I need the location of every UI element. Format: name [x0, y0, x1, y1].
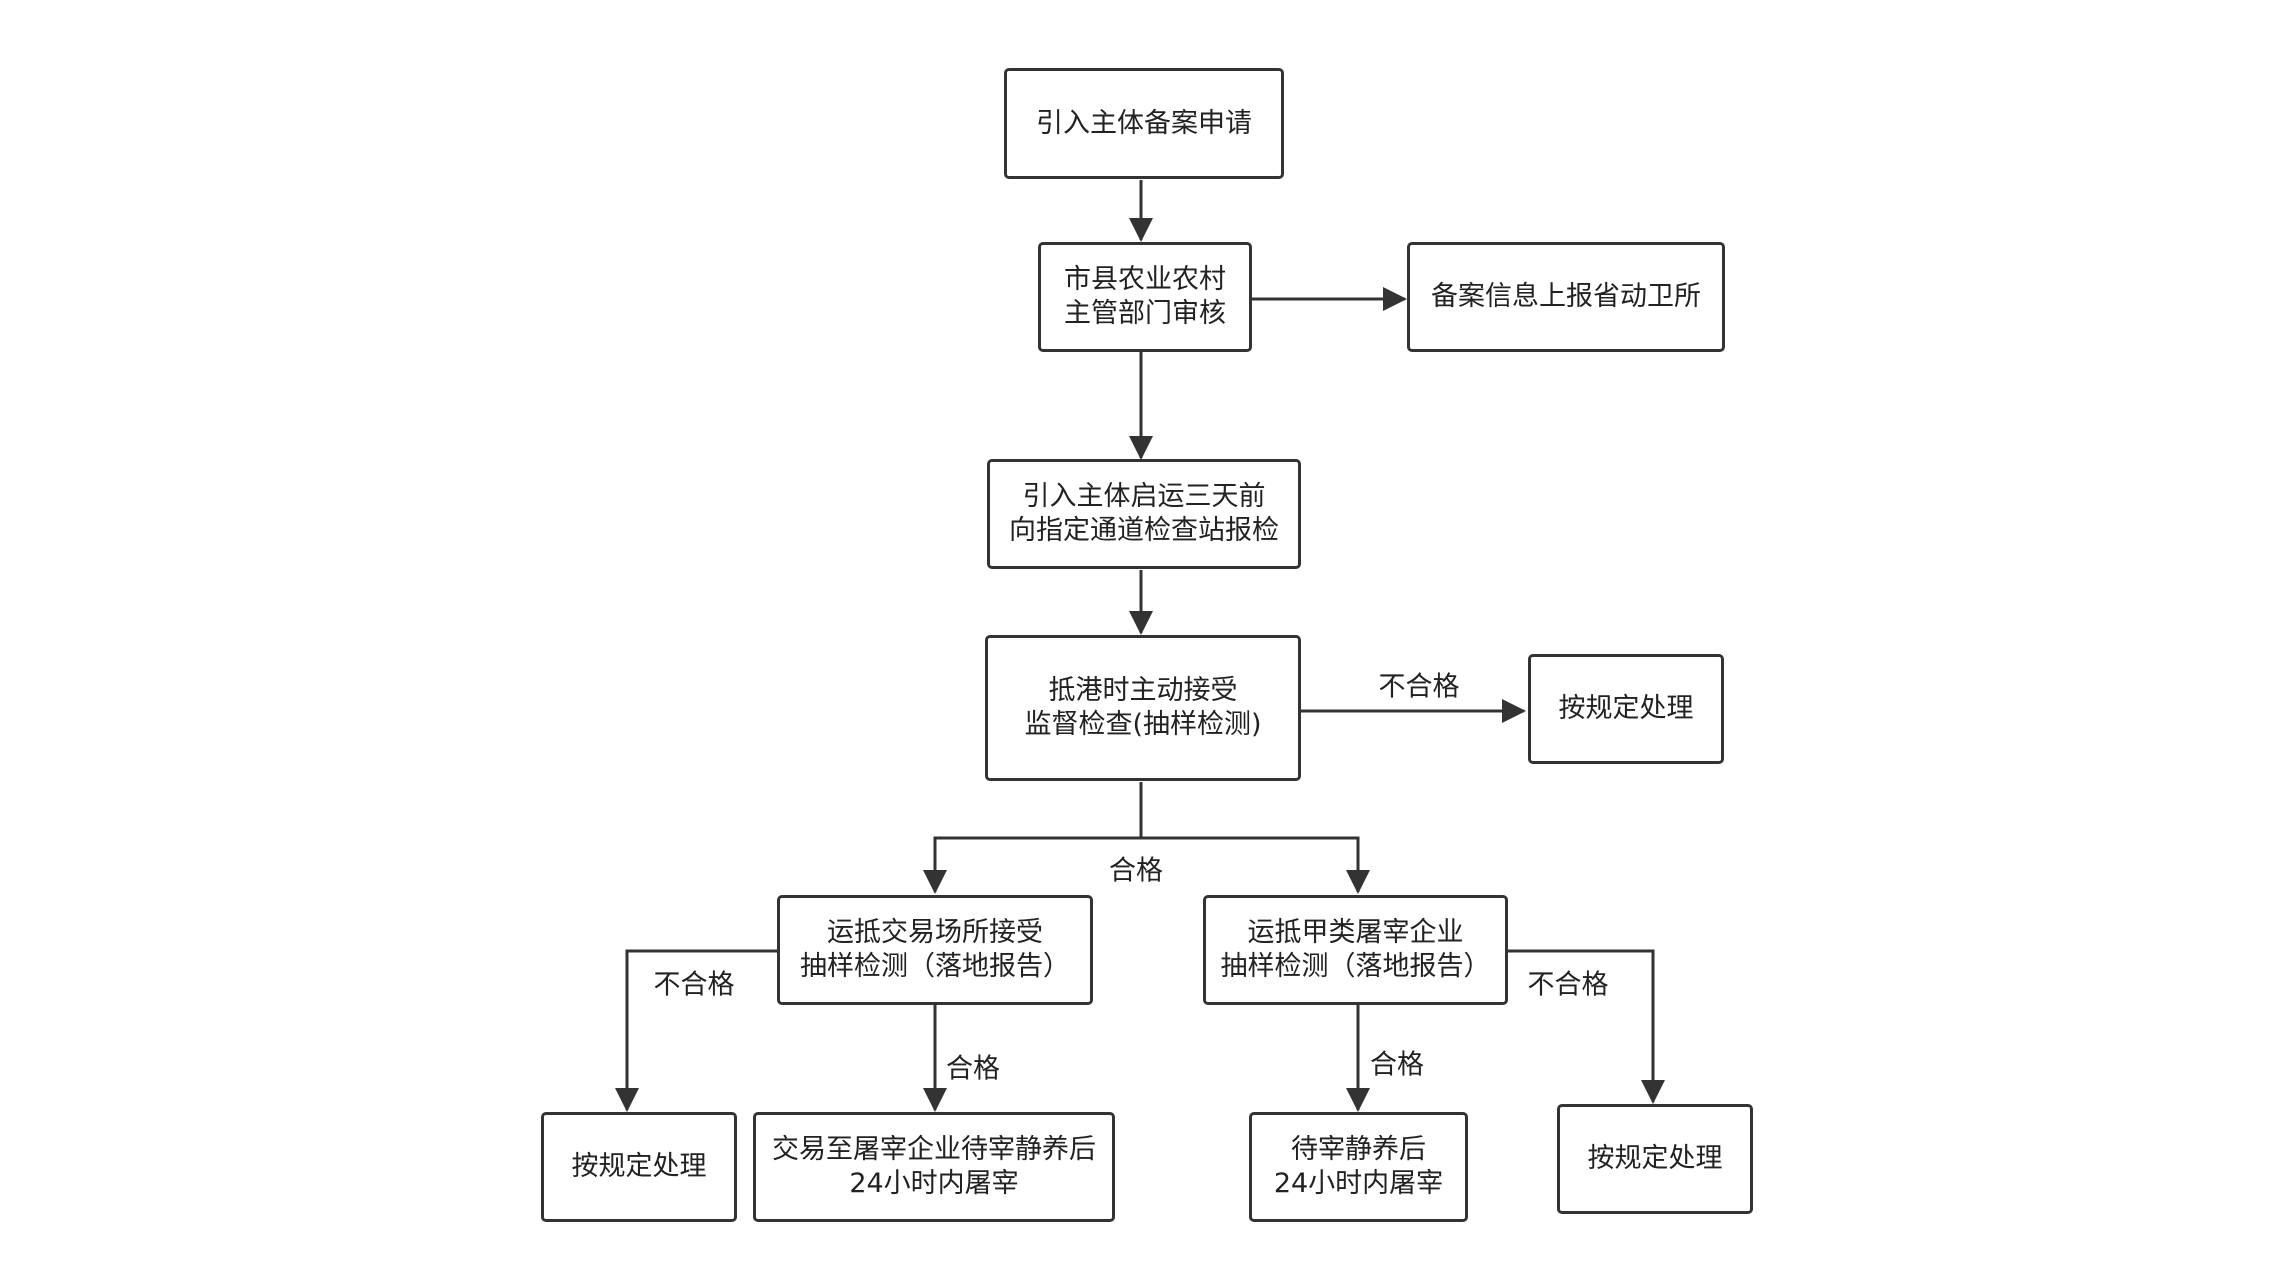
node-report-province: 备案信息上报省动卫所 — [1407, 242, 1725, 352]
node-market-test: 运抵交易场所接受 抽样检测（落地报告） — [777, 895, 1093, 1005]
label-market-pass: 合格 — [940, 1046, 1006, 1086]
edge-port-to-slaughter — [1141, 836, 1370, 894]
label-port-pass: 合格 — [1103, 848, 1169, 888]
edge-slaughter-to-handle2 — [1507, 949, 1665, 1104]
node-port-inspection: 抵港时主动接受 监督检查(抽样检测) — [985, 635, 1301, 781]
label-port-fail: 不合格 — [1372, 664, 1466, 704]
edge-market-to-handle3 — [615, 949, 777, 1112]
node-slaughter-rest: 待宰静养后 24小时内屠宰 — [1249, 1112, 1468, 1222]
label-slaughter-fail: 不合格 — [1521, 962, 1615, 1002]
edge-port-to-market — [923, 782, 1143, 894]
label-slaughter-pass: 合格 — [1364, 1042, 1430, 1082]
label-market-fail: 不合格 — [647, 962, 741, 1002]
node-slaughter-test: 运抵甲类屠宰企业 抽样检测（落地报告） — [1203, 895, 1508, 1005]
node-pre-inspection: 引入主体启运三天前 向指定通道检查站报检 — [987, 459, 1301, 569]
node-handle-port-fail: 按规定处理 — [1528, 654, 1724, 764]
node-handle-market-fail: 按规定处理 — [541, 1112, 737, 1222]
node-filing-application: 引入主体备案申请 — [1004, 68, 1284, 179]
node-market-to-slaughter: 交易至屠宰企业待宰静养后 24小时内屠宰 — [753, 1112, 1115, 1222]
node-county-review: 市县农业农村 主管部门审核 — [1038, 242, 1252, 352]
node-handle-slaughter-fail: 按规定处理 — [1557, 1104, 1753, 1214]
